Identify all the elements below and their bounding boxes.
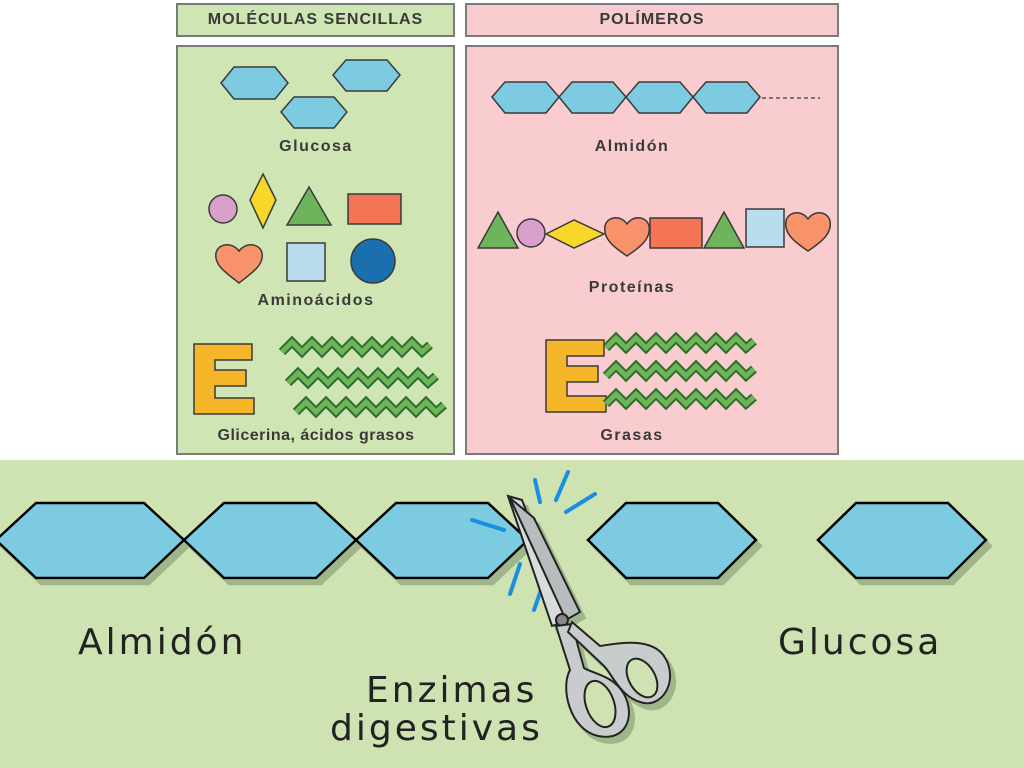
protein-triangle <box>702 210 746 249</box>
amino-square <box>286 242 326 282</box>
polymers-header: POLÍMEROS <box>465 3 839 37</box>
released-glucose-hexagon <box>816 501 988 580</box>
glycerol-e-shape <box>193 343 255 415</box>
bottom-starch-label: Almidón <box>78 622 247 663</box>
fat-fatty-acid-chain <box>604 362 756 380</box>
protein-heart <box>785 212 831 252</box>
proteins-label: Proteínas <box>588 279 676 296</box>
fat-fatty-acid-chain <box>604 390 756 408</box>
fatty-acid-chain <box>286 369 438 387</box>
amino-heart <box>215 244 263 284</box>
amino-acids-label: Aminoácidos <box>257 292 375 309</box>
amino-rectangle <box>347 193 402 225</box>
glucose-hexagon <box>220 66 289 100</box>
polymers-title: POLÍMEROS <box>599 11 705 28</box>
starch-hexagon <box>692 81 761 114</box>
starch-label: Almidón <box>594 138 670 155</box>
amino-dark-circle <box>350 238 396 284</box>
protein-square <box>745 208 785 248</box>
protein-circle <box>516 218 546 248</box>
enzymes-label-line1: Enzimas <box>366 670 538 711</box>
simple-molecules-title: MOLÉCULAS SENCILLAS <box>207 11 424 28</box>
fat-fatty-acid-chain <box>604 334 756 352</box>
glucose-molecules-group <box>193 59 831 419</box>
amino-circle <box>208 194 238 224</box>
amino-diamond <box>249 172 277 230</box>
digestion-illustration <box>0 470 988 738</box>
fatty-acid-chain <box>280 338 432 356</box>
starch-hexagon <box>625 81 694 114</box>
fats-label: Grasas <box>600 427 664 444</box>
released-glucose-hexagon <box>586 501 758 580</box>
starch-chain-hexagon <box>354 501 530 580</box>
protein-triangle <box>476 210 520 249</box>
starch-chain-hexagon <box>0 501 186 580</box>
starch-chain-hexagon <box>182 501 358 580</box>
starch-hexagon <box>491 81 560 114</box>
glucose-hexagon <box>332 59 401 92</box>
glucose-label: Glucosa <box>279 138 353 155</box>
simple-molecules-header: MOLÉCULAS SENCILLAS <box>176 3 455 37</box>
bottom-glucose-label: Glucosa <box>778 622 943 663</box>
glucose-hexagon <box>280 96 348 129</box>
glycerol-fatty-acids-label: Glicerina, ácidos grasos <box>217 427 415 444</box>
fat-glycerol-e-shape <box>545 339 607 413</box>
scissors-icon <box>506 494 672 738</box>
protein-rectangle <box>649 217 703 249</box>
protein-heart <box>604 217 650 257</box>
protein-diamond <box>544 219 606 249</box>
enzymes-label-line2: digestivas <box>330 708 543 749</box>
fatty-acid-chain <box>294 398 446 416</box>
cut-spark-icon <box>470 470 597 612</box>
starch-hexagon <box>558 81 627 114</box>
amino-triangle <box>285 185 333 226</box>
